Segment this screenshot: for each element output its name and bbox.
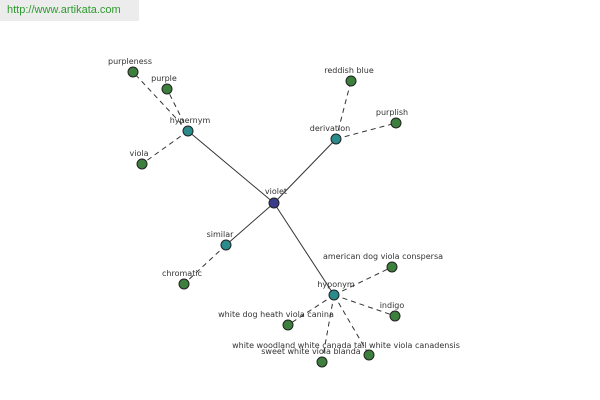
edge-violet-similar [225, 202, 275, 246]
node-label-reddish-blue: reddish blue [324, 66, 374, 75]
edge-violet-hyponym [273, 202, 335, 296]
edge-violet-hypernym [187, 130, 275, 204]
edge-hypernym-purple [166, 88, 189, 132]
node-hypernym[interactable] [182, 125, 194, 137]
edge-hypernym-viola [141, 130, 189, 165]
node-american-dog-viola[interactable] [386, 261, 398, 273]
edge-hyponym-white-dog-heath-viola [287, 294, 335, 326]
node-reddish-blue[interactable] [345, 75, 357, 87]
node-label-similar: similar [207, 230, 235, 239]
node-purpleness[interactable] [127, 66, 139, 78]
edge-derivation-reddish-blue [335, 80, 352, 140]
node-label-hypernym: hypernym [170, 116, 211, 125]
node-label-american-dog-viola: american dog viola conspersa [323, 252, 443, 261]
node-label-purple: purple [151, 74, 177, 83]
node-white-woodland-viola[interactable] [363, 349, 375, 361]
node-label-hyponym: hyponym [317, 280, 355, 289]
node-viola[interactable] [136, 158, 148, 170]
node-label-violet: violet [265, 187, 287, 196]
site-url-link[interactable]: http://www.artikata.com [0, 0, 139, 21]
node-hyponym[interactable] [328, 289, 340, 301]
node-chromatic[interactable] [178, 278, 190, 290]
node-label-chromatic: chromatic [162, 269, 202, 278]
edge-violet-derivation [273, 138, 337, 204]
edge-hyponym-american-dog-viola [333, 266, 393, 296]
node-label-viola: viola [130, 149, 149, 158]
node-label-indigo: indigo [380, 301, 405, 310]
node-label-white-woodland-viola: white woodland white canada tall white v… [232, 341, 460, 350]
node-violet[interactable] [268, 197, 280, 209]
node-label-purpleness: purpleness [108, 57, 152, 66]
edge-hyponym-white-woodland-viola [333, 294, 370, 356]
node-label-derivation: derivation [310, 124, 350, 133]
node-sweet-white-viola[interactable] [316, 356, 328, 368]
edge-hypernym-purpleness [132, 71, 189, 132]
edge-hyponym-indigo [333, 294, 396, 317]
node-label-white-dog-heath-viola: white dog heath viola canina [218, 310, 334, 319]
node-white-dog-heath-viola[interactable] [282, 319, 294, 331]
edge-similar-chromatic [183, 244, 227, 285]
node-similar[interactable] [220, 239, 232, 251]
edge-hyponym-sweet-white-viola [321, 294, 335, 363]
node-indigo[interactable] [389, 310, 401, 322]
node-derivation[interactable] [330, 133, 342, 145]
node-purplish[interactable] [390, 117, 402, 129]
edge-derivation-purplish [335, 122, 397, 140]
node-label-purplish: purplish [376, 108, 408, 117]
node-purple[interactable] [161, 83, 173, 95]
node-label-sweet-white-viola: sweet white viola blanda [261, 347, 361, 356]
